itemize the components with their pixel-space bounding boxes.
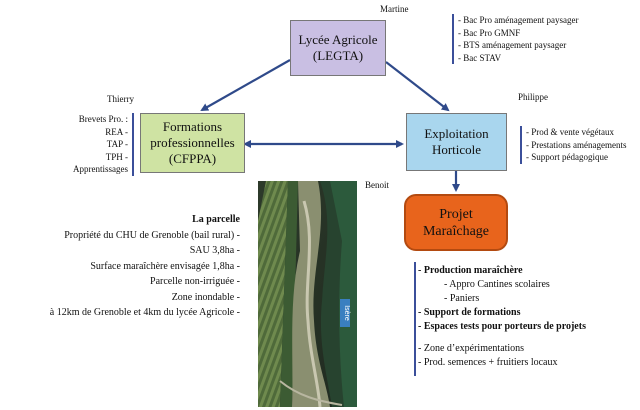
exploitation-list: - Prod & vente végétaux - Prestations am…	[520, 126, 626, 164]
parcelle-title: La parcelle	[192, 214, 240, 225]
parcelle-item: Zone inondable -	[171, 291, 240, 303]
zone-experimentations: - Zone d’expérimentations	[418, 343, 525, 354]
parcelle-description: La parcelle Propriété du CHU de Grenoble…	[50, 212, 240, 321]
exploitation-list-item: - Prod & vente végétaux	[526, 127, 614, 137]
river-label: Isère	[343, 305, 350, 321]
lycee-list-item: - BTS aménagement paysager	[458, 40, 567, 50]
cfppa-list-item: TAP -	[106, 139, 128, 149]
lycee-list-item: - Bac STAV	[458, 52, 502, 63]
parcelle-item: Propriété du CHU de Grenoble (bail rural…	[64, 229, 240, 241]
cfppa-list-item: Apprentissages	[73, 164, 128, 174]
parcelle-item: à 12km de Grenoble et 4km du lycée Agric…	[49, 307, 240, 318]
aerial-photo: Isère	[258, 181, 357, 407]
projet-details: - Production maraîchère - Appro Cantines…	[418, 264, 636, 370]
lycee-line1: Lycée Agricole	[298, 32, 378, 47]
lycee-list-item: - Bac Pro aménagement paysager	[458, 15, 579, 25]
cfppa-line2: professionnelles	[150, 135, 235, 150]
lycee-person: Martine	[380, 4, 409, 14]
support-formations: - Support de formations	[418, 307, 521, 318]
exploitation-line2: Horticole	[431, 142, 482, 157]
exploitation-line1: Exploitation	[424, 126, 489, 141]
arrow-lycee-to-exploitation	[385, 61, 450, 112]
cfppa-line3: (CFPPA)	[168, 151, 217, 166]
cfppa-person: Thierry	[107, 94, 134, 104]
projet-maraichage-node: Projet Maraîchage	[404, 194, 508, 251]
paniers: - Paniers	[444, 293, 480, 304]
lycee-list: - Bac Pro aménagement paysager - Bac Pro…	[452, 14, 578, 64]
cfppa-list-item: Brevets Pro. :	[78, 114, 128, 124]
exploitation-list-item: - Support pédagogique	[526, 152, 608, 162]
cfppa-list-item: TPH -	[105, 151, 128, 162]
exploitation-horticole-node: Exploitation Horticole	[406, 113, 507, 171]
projet-details-bar	[414, 262, 416, 376]
lycee-line2: (LEGTA)	[312, 48, 364, 63]
exploitation-person: Philippe	[518, 92, 549, 102]
production-maraichere: - Production maraîchère	[418, 265, 523, 276]
projet-person: Benoit	[365, 180, 389, 190]
lycee-agricole-node: Lycée Agricole (LEGTA)	[290, 20, 386, 76]
arrow-lycee-to-cfppa	[200, 59, 291, 111]
cfppa-node: Formations professionnelles (CFPPA)	[140, 113, 245, 173]
parcelle-item: Surface maraîchère envisagée 1,8ha -	[90, 260, 240, 272]
parcelle-item: SAU 3,8ha -	[189, 245, 240, 256]
cfppa-list-item: REA -	[105, 126, 128, 137]
prod-semences: - Prod. semences + fruitiers locaux	[418, 357, 558, 368]
projet-line1: Projet	[439, 206, 473, 222]
parcelle-item: Parcelle non-irriguée -	[150, 276, 240, 287]
appro-cantines: - Appro Cantines scolaires	[444, 279, 550, 290]
projet-line2: Maraîchage	[422, 223, 490, 239]
cfppa-list: Brevets Pro. : REA - TAP - TPH - Apprent…	[30, 113, 134, 176]
exploitation-list-item: - Prestations aménagements	[526, 139, 627, 150]
cfppa-line1: Formations	[162, 119, 223, 134]
espaces-tests: - Espaces tests pour porteurs de projets	[418, 321, 586, 332]
lycee-list-item: - Bac Pro GMNF	[458, 27, 521, 38]
